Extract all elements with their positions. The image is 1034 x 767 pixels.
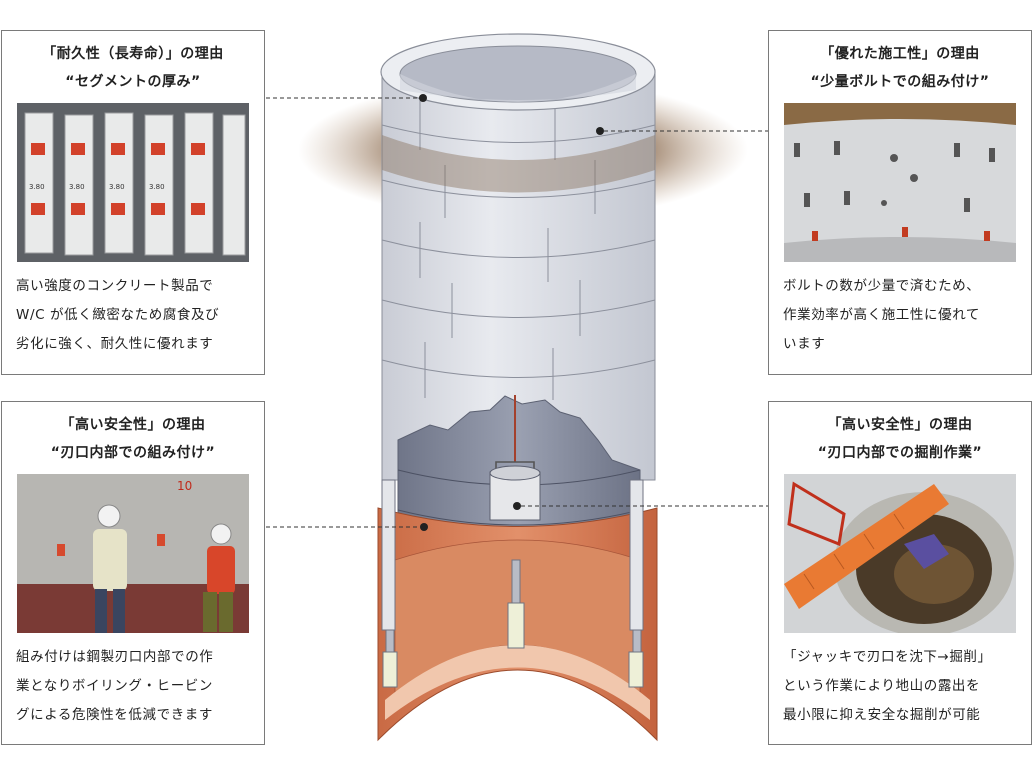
callout-leader-lines [266, 97, 768, 528]
callout-dot-segment-thickness [419, 94, 427, 102]
callout-safety-assembly: 「高い安全性」の理由 “刃口内部での組み付け” 10 組み付けは鋼製刃口内部での… [1, 401, 265, 745]
ring-shadow-band [382, 135, 655, 193]
callout-body: 組み付けは鋼製刃口内部での作 業となりボイリング・ヒービン グによる危険性を低減… [16, 649, 214, 723]
callout-subtitle: “セグメントの厚み” [65, 74, 201, 90]
guide-post-left [381, 479, 396, 631]
excavation-photo [784, 474, 1016, 633]
bolted-segment-photo [784, 103, 1016, 262]
segment-mark: 3.80 [69, 183, 85, 191]
workers-assembling-photo: 10 [17, 474, 249, 633]
callout-safety-excavation: 「高い安全性」の理由 “刃口内部での掘削作業” 「ジャッキで刃口を沈下→掘削」 … [768, 401, 1032, 745]
callout-dot-assembly-inside [420, 523, 428, 531]
callout-dot-bolts [596, 127, 604, 135]
callout-subtitle: “少量ボルトでの組み付け” [810, 74, 990, 90]
cutting-edge-lower-lip [385, 645, 650, 720]
callout-subtitle: “刃口内部での掘削作業” [817, 445, 983, 461]
callout-body: ボルトの数が少量で済むため、 作業効率が高く施工性に優れて います [783, 278, 981, 352]
top-ring-inner-wall [400, 74, 636, 102]
callout-workability: 「優れた施工性」の理由 “少量ボルトでの組み付け” ボルトの数が少量で済むため、… [768, 30, 1032, 375]
callout-title: 「耐久性（長寿命）」の理由 [42, 46, 224, 62]
callout-title: 「高い安全性」の理由 [60, 417, 206, 433]
callout-title: 「高い安全性」の理由 [827, 417, 973, 433]
callout-title: 「優れた施工性」の理由 [820, 46, 980, 62]
callout-body: 「ジャッキで刃口を沈下→掘削」 という作業により地山の露出を 最小限に抑え安全な… [783, 649, 992, 723]
callout-dot-excavation [513, 502, 521, 510]
hydraulic-jacks [382, 559, 644, 688]
segment-mark: 3.80 [149, 183, 165, 191]
callout-durability: 「耐久性（長寿命）」の理由 “セグメントの厚み” 3.80 3.80 3.80 … [1, 30, 265, 375]
callout-subtitle: “刃口内部での組み付け” [50, 445, 216, 461]
segment-mark: 3.80 [29, 183, 45, 191]
callout-body: 高い強度のコンクリート製品で W/C が低く緻密なため腐食及び 劣化に強く、耐久… [16, 278, 220, 352]
segment-joints [381, 95, 656, 400]
guide-post-right [629, 479, 644, 631]
segment-mark: 3.80 [109, 183, 125, 191]
bucket-rim [489, 465, 541, 481]
segment-stack-photo: 3.80 3.80 3.80 3.80 [17, 103, 249, 262]
wall-marking: 10 [177, 479, 192, 493]
